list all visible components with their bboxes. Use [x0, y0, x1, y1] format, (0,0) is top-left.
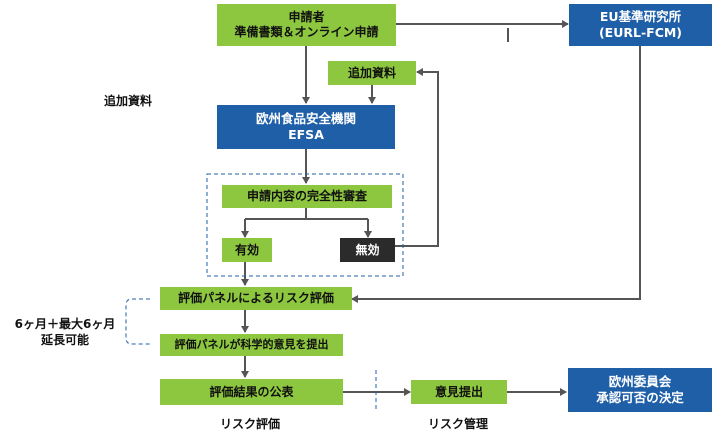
opinion-submission-node: 意見提出 [411, 380, 507, 404]
review-dashed-frame [206, 173, 404, 277]
opinion-submission-text: 意見提出 [434, 384, 483, 399]
eurl-line-1: EU基準研究所 [599, 9, 682, 25]
duration-label: 6ヶ月＋最大6ヶ月 延長可能 [0, 316, 130, 348]
completeness-review-node: 申請内容の完全性審査 [222, 185, 392, 208]
commission-line-2: 承認可否の決定 [596, 390, 684, 405]
duration-bracket [125, 298, 150, 345]
invalid-text: 無効 [355, 242, 380, 257]
risk-management-label: リスク管理 [427, 417, 488, 431]
invalid-node: 無効 [340, 238, 395, 262]
applicant-line-2: 準備書類＆オンライン申請 [234, 25, 379, 39]
valid-text: 有効 [234, 242, 259, 257]
applicant-node: 申請者 準備書類＆オンライン申請 [217, 4, 396, 46]
panel-assessment-node: 評価パネルによるリスク評価 [160, 287, 352, 310]
duration-line-2: 延長可能 [40, 333, 89, 348]
additional-materials-label: 追加資料 [104, 94, 153, 108]
duration-line-1: 6ヶ月＋最大6ヶ月 [14, 317, 116, 331]
additional-materials-text: 追加資料 [347, 65, 396, 80]
scientific-opinion-node: 評価パネルが科学的意見を提出 [160, 334, 343, 356]
efsa-line-2: EFSA [288, 127, 324, 142]
eurl-node: EU基準研究所 (EURL-FCM) [569, 4, 712, 46]
arrow-eurl-to-panel [351, 46, 641, 303]
eurl-line-2: (EURL-FCM) [598, 25, 683, 40]
panel-assessment-text: 評価パネルによるリスク評価 [178, 291, 334, 305]
applicant-line-1: 申請者 [288, 10, 325, 24]
publication-text: 評価結果の公表 [209, 384, 294, 399]
scientific-opinion-text: 評価パネルが科学的意見を提出 [174, 338, 329, 352]
valid-node: 有効 [222, 238, 272, 262]
commission-line-1: 欧州委員会 [608, 374, 672, 390]
arrow-invalid-to-additional [395, 68, 439, 247]
efsa-node: 欧州食品安全機関 EFSA [217, 105, 395, 149]
additional-materials-node: 追加資料 [328, 61, 416, 85]
efsa-line-1: 欧州食品安全機関 [255, 111, 356, 127]
commission-node: 欧州委員会 承認可否の決定 [568, 368, 712, 412]
publication-node: 評価結果の公表 [160, 379, 343, 405]
completeness-review-text: 申請内容の完全性審査 [246, 189, 367, 203]
risk-assessment-label: リスク評価 [219, 417, 280, 431]
